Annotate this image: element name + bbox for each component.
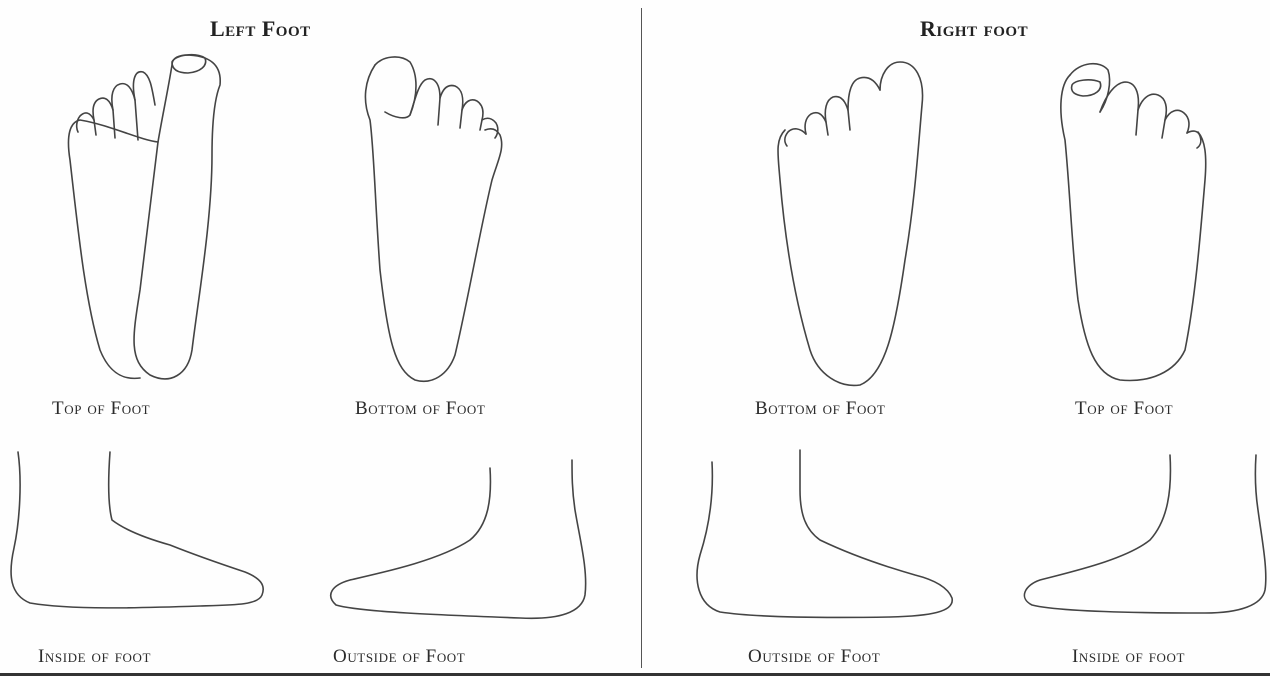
left-foot-top-outline xyxy=(68,55,220,379)
right-top-of-foot-label: Top of Foot xyxy=(1075,398,1173,420)
right-inside-of-foot-label: Inside of foot xyxy=(1072,646,1185,668)
right-bottom-of-foot-label: Bottom of Foot xyxy=(755,398,885,420)
bottom-rule xyxy=(0,673,1270,676)
right-foot-outside-outline xyxy=(697,450,952,617)
left-top-of-foot-label: Top of Foot xyxy=(52,398,150,420)
right-foot-heading: Right foot xyxy=(920,16,1028,42)
left-bottom-of-foot-label: Bottom of Foot xyxy=(355,398,485,420)
right-outside-of-foot-label: Outside of Foot xyxy=(748,646,880,668)
right-foot-top-outline xyxy=(1061,64,1206,381)
left-foot-bottom-outline xyxy=(365,57,501,381)
left-foot-outside-outline xyxy=(331,460,586,618)
left-foot-inside-outline xyxy=(11,452,263,608)
right-foot-bottom-outline xyxy=(778,62,923,385)
left-foot-heading: Left Foot xyxy=(210,16,311,42)
left-inside-of-foot-label: Inside of foot xyxy=(38,646,151,668)
panel-divider xyxy=(641,8,642,668)
right-foot-inside-outline xyxy=(1024,455,1265,613)
left-outside-of-foot-label: Outside of Foot xyxy=(333,646,465,668)
